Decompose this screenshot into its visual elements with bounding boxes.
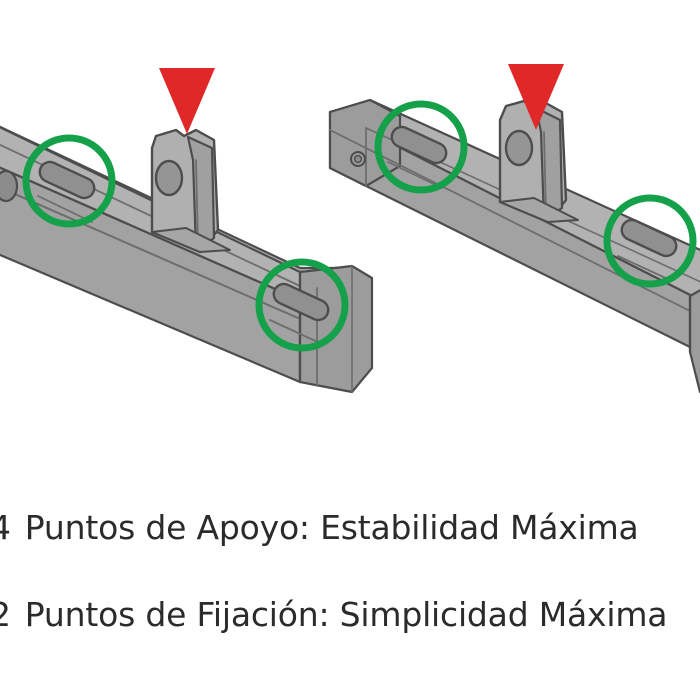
bracket-hole-left xyxy=(154,159,184,197)
support-slot-left-2 xyxy=(269,282,330,345)
caption-block: 4 Puntos de Apoyo: Estabilidad Máxima 2 Pu… xyxy=(0,455,700,700)
caption-2-number: 2 xyxy=(0,595,11,634)
product-illustration xyxy=(0,64,700,394)
highlight-circle-3 xyxy=(374,100,468,194)
mounting-bracket-right xyxy=(498,99,579,224)
bolt-detail-right xyxy=(350,151,366,167)
caption-2-text: Puntos de Fijación: Simplicidad Máxima xyxy=(24,595,668,634)
crossbars-illustration-svg xyxy=(0,64,700,394)
down-arrow-icon-right xyxy=(508,64,564,130)
caption-line-fixing-points: 2 Puntos de Fijación: Simplicidad Máxima xyxy=(0,598,700,631)
crossbar-right xyxy=(328,98,700,394)
highlight-circle-4 xyxy=(603,194,697,288)
crossbar-left xyxy=(0,125,374,394)
bar-left-hole xyxy=(0,169,19,203)
highlight-circle-2 xyxy=(255,258,349,352)
support-slot-right-1 xyxy=(387,125,448,189)
highlight-circle-1 xyxy=(22,134,116,228)
bracket-hole-right xyxy=(504,129,534,167)
down-arrow-icon-left xyxy=(159,68,215,134)
caption-1-number: 4 xyxy=(0,508,11,547)
mounting-bracket-left xyxy=(150,128,231,254)
caption-1-text: Puntos de Apoyo: Estabilidad Máxima xyxy=(24,508,639,547)
support-slot-right-2 xyxy=(617,218,678,281)
support-slot-left-1 xyxy=(37,160,96,223)
caption-line-support-points: 4 Puntos de Apoyo: Estabilidad Máxima xyxy=(0,511,700,544)
